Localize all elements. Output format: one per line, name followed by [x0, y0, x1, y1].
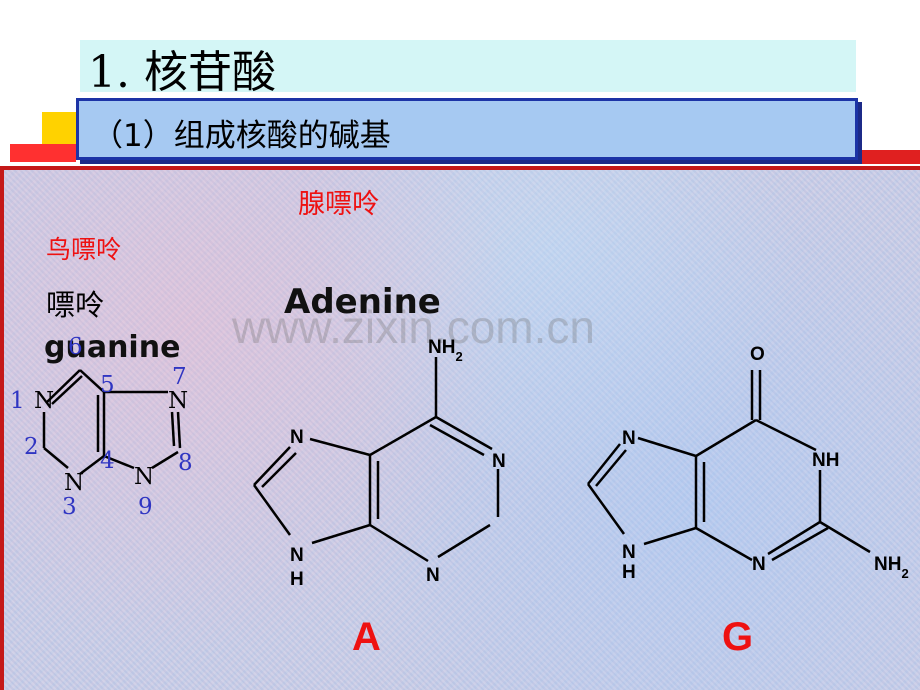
purine-n3: N — [64, 470, 84, 496]
guanine-english-label: guanine — [44, 330, 181, 365]
guanine-nh1: NH — [812, 450, 839, 471]
title-band — [80, 40, 856, 92]
adenine-structure: NH2 N N N N H — [252, 337, 506, 590]
adenine-n1: N — [492, 451, 506, 472]
purine-num-2: 2 — [24, 434, 39, 460]
guanine-n7: N — [622, 428, 636, 449]
guanine-structure: O NH2 N NH N N H — [586, 344, 909, 583]
purine-n1: N — [34, 388, 54, 414]
purine-num-5: 5 — [100, 372, 115, 398]
purine-num-3: 3 — [62, 494, 77, 520]
adenine-n7: N — [290, 427, 304, 448]
adenine-n3: N — [426, 565, 440, 586]
purine-n9: N — [134, 464, 154, 490]
guanine-n3: N — [752, 554, 766, 575]
decor-red-bar-left — [10, 144, 76, 162]
decor-red-bar-right — [860, 150, 920, 164]
guanine-n9: N — [622, 542, 636, 563]
watermark: www.zixin.com.cn — [232, 301, 595, 353]
subtitle-box — [76, 98, 858, 160]
adenine-n9: N — [290, 545, 304, 566]
content-panel — [0, 166, 920, 690]
adenine-chinese-label: 腺嘌呤 — [298, 189, 379, 220]
guanine-n9-h: H — [622, 562, 636, 583]
purine-num-6: 6 — [68, 334, 83, 360]
purine-num-4: 4 — [100, 448, 115, 474]
adenine-letter: A — [352, 615, 381, 659]
purine-num-9: 9 — [138, 494, 153, 520]
purine-num-7: 7 — [172, 364, 187, 390]
adenine-nh2: NH2 — [428, 337, 463, 364]
purine-num-8: 8 — [178, 450, 193, 476]
purine-n7: N — [168, 388, 188, 414]
slide-subtitle: （1）组成核酸的碱基 — [92, 118, 391, 154]
purine-chinese-label: 嘌呤 — [46, 288, 105, 322]
slide-title: 1. 核苷酸 — [88, 47, 276, 98]
guanine-o: O — [750, 344, 765, 365]
purine-structure: N N N N 1 2 3 4 5 6 7 8 9 — [10, 334, 193, 520]
guanine-chinese-label: 鸟嘌呤 — [46, 235, 122, 264]
guanine-letter: G — [722, 615, 754, 659]
purine-num-1: 1 — [10, 388, 25, 414]
adenine-n9-h: H — [290, 569, 304, 590]
adenine-english-label: Adenine — [284, 282, 441, 322]
